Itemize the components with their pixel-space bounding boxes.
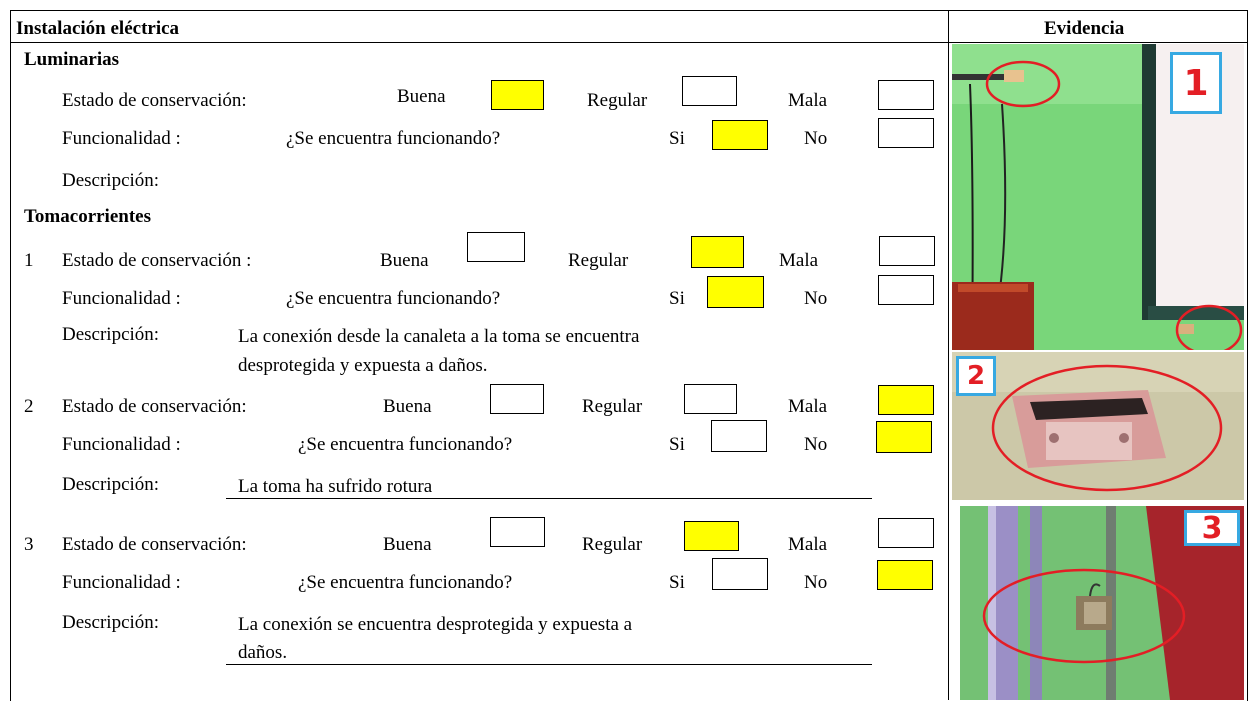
luminarias-no-checkbox[interactable]	[878, 118, 934, 148]
luminarias-question: ¿Se encuentra funcionando?	[286, 128, 501, 149]
toma-1-no-label: No	[804, 288, 828, 309]
luminarias-si-checkbox[interactable]	[712, 120, 768, 150]
toma-2-estado-label: Estado de conservación:	[62, 396, 247, 417]
luminarias-buena-checkbox[interactable]	[491, 80, 544, 110]
toma-1-regular-checkbox[interactable]	[691, 236, 744, 268]
toma-2-mala-checkbox[interactable]	[878, 385, 934, 415]
toma-3-si-checkbox[interactable]	[712, 558, 768, 590]
toma-2-desc-underline	[226, 498, 872, 499]
toma-1-number: 1	[24, 250, 34, 271]
toma-3-buena-label: Buena	[383, 534, 432, 555]
toma-3-estado-label: Estado de conservación:	[62, 534, 247, 555]
toma-2-question: ¿Se encuentra funcionando?	[298, 434, 513, 455]
form-table	[10, 10, 1248, 701]
toma-1-desc-label: Descripción:	[62, 324, 160, 345]
toma-1-mala-label: Mala	[779, 250, 819, 271]
luminarias-heading: Luminarias	[24, 49, 120, 70]
luminarias-regular-checkbox[interactable]	[682, 76, 737, 106]
luminarias-regular-label: Regular	[587, 90, 648, 111]
toma-1-regular-label: Regular	[568, 250, 629, 271]
luminarias-estado-label: Estado de conservación:	[62, 90, 247, 111]
toma-3-regular-checkbox[interactable]	[684, 521, 739, 551]
toma-1-func-label: Funcionalidad :	[62, 288, 181, 309]
toma-3-desc-underline	[226, 664, 872, 665]
toma-3-desc-line2: daños.	[238, 642, 288, 663]
header-divider	[10, 42, 1247, 43]
section-title: Instalación eléctrica	[16, 18, 180, 39]
toma-1-mala-checkbox[interactable]	[879, 236, 935, 266]
toma-3-buena-checkbox[interactable]	[490, 517, 545, 547]
toma-2-mala-label: Mala	[788, 396, 828, 417]
tomacorrientes-heading: Tomacorrientes	[24, 206, 151, 227]
toma-1-si-label: Si	[669, 288, 685, 309]
column-divider	[948, 10, 949, 700]
toma-3-desc-label: Descripción:	[62, 612, 160, 633]
toma-3-no-checkbox[interactable]	[877, 560, 933, 590]
toma-2-regular-label: Regular	[582, 396, 643, 417]
broken-outlet-photo: 2	[952, 352, 1244, 500]
toma-3-desc-line1: La conexión se encuentra desprotegida y …	[238, 614, 633, 635]
toma-3-question: ¿Se encuentra funcionando?	[298, 572, 513, 593]
toma-2-regular-checkbox[interactable]	[684, 384, 737, 414]
toma-3-mala-checkbox[interactable]	[878, 518, 934, 548]
evidence-badge-2: 2	[956, 356, 996, 396]
toma-2-buena-label: Buena	[383, 396, 432, 417]
toma-1-question: ¿Se encuentra funcionando?	[286, 288, 501, 309]
toma-2-desc-label: Descripción:	[62, 474, 160, 495]
toma-3-func-label: Funcionalidad :	[62, 572, 181, 593]
toma-1-buena-checkbox[interactable]	[467, 232, 525, 262]
toma-3-mala-label: Mala	[788, 534, 828, 555]
toma-2-buena-checkbox[interactable]	[490, 384, 544, 414]
toma-2-si-checkbox[interactable]	[711, 420, 767, 452]
toma-3-number: 3	[24, 534, 34, 555]
toma-2-si-label: Si	[669, 434, 685, 455]
luminarias-buena-label: Buena	[397, 86, 446, 107]
luminarias-desc-label: Descripción:	[62, 170, 160, 191]
toma-1-estado-label: Estado de conservación :	[62, 250, 252, 271]
toma-3-no-label: No	[804, 572, 828, 593]
luminarias-func-label: Funcionalidad :	[62, 128, 181, 149]
toma-1-desc-line2: desprotegida y expuesta a daños.	[238, 355, 488, 376]
luminarias-mala-label: Mala	[788, 90, 828, 111]
luminarias-no-label: No	[804, 128, 828, 149]
wall-outlets-photo: 1	[952, 44, 1244, 350]
evidence-badge-1: 1	[1170, 52, 1222, 114]
evidence-badge-3: 3	[1184, 510, 1240, 546]
toma-1-buena-label: Buena	[380, 250, 429, 271]
toma-3-si-label: Si	[669, 572, 685, 593]
toma-1-si-checkbox[interactable]	[707, 276, 764, 308]
toma-1-desc-line1: La conexión desde la canaleta a la toma …	[238, 326, 640, 347]
evidence-header: Evidencia	[1044, 18, 1125, 39]
luminarias-si-label: Si	[669, 128, 685, 149]
toma-2-func-label: Funcionalidad :	[62, 434, 181, 455]
toma-2-no-label: No	[804, 434, 828, 455]
toma-2-number: 2	[24, 396, 34, 417]
luminarias-mala-checkbox[interactable]	[878, 80, 934, 110]
toma-2-no-checkbox[interactable]	[876, 421, 932, 453]
toma-2-desc-line1: La toma ha sufrido rotura	[238, 476, 433, 497]
exposed-connection-photo: 3	[960, 506, 1244, 700]
toma-3-regular-label: Regular	[582, 534, 643, 555]
toma-1-no-checkbox[interactable]	[878, 275, 934, 305]
